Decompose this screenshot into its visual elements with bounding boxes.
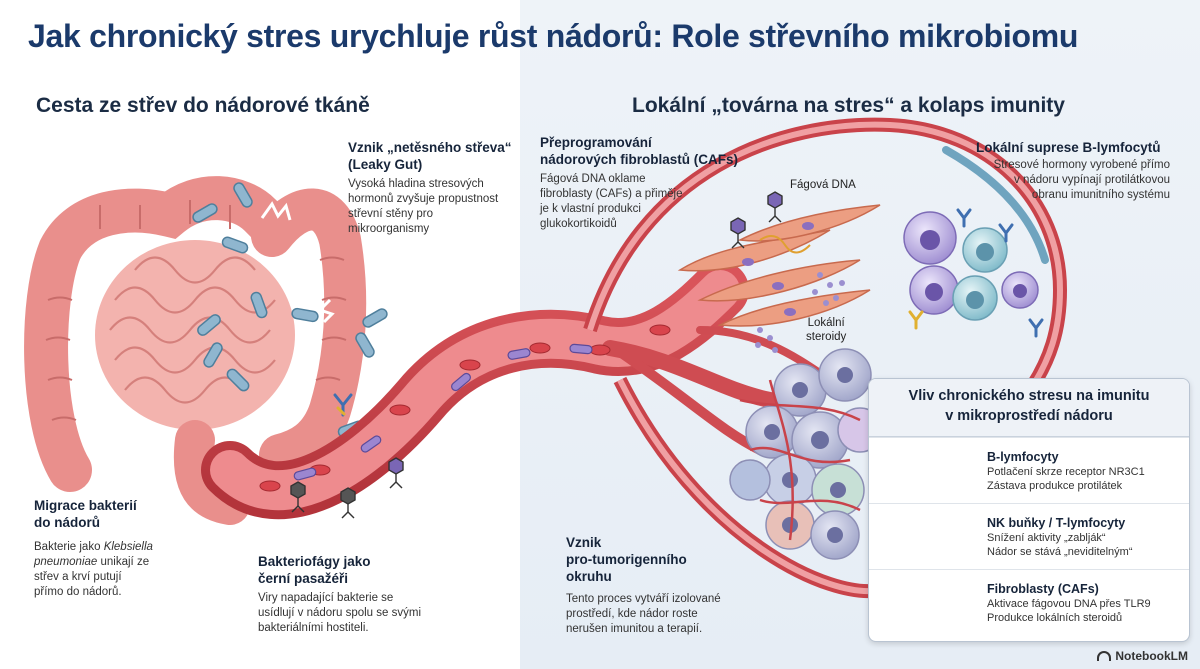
left-section-heading: Cesta ze střev do nádorové tkáně [36,94,370,117]
panel-row-b-cells: B-lymfocyty Potlačení skrze receptor NR3… [869,437,1189,504]
leaky-gut-description: Vysoká hladina stresových hormonů zvyšuj… [348,178,499,235]
bacteria-group [192,182,388,438]
antibody-icons [333,393,353,417]
circuit-description: Tento proces vytváří izolované prostředí… [566,593,721,635]
panel-row-fibroblasts: Fibroblasty (CAFs) Aktivace fágovou DNA … [869,569,1189,636]
panel-row-nk-t-cells: NK buňky / T-lymfocyty Snížení aktivity … [869,503,1189,570]
circuit-title: Vznik pro-tumorigenního okruhu [566,535,687,584]
local-steroids-label: Lokální steroidy [806,317,847,344]
phage-icons [290,457,404,519]
notebooklm-brand: NotebookLM [1097,649,1188,663]
immune-impact-panel: Vliv chronického stresu na imunitu v mik… [868,378,1190,642]
phages-description: Viry napadající bakterie se usídlují v n… [258,592,421,634]
phages-title: Bakteriofágy jako černí pasažéři [258,554,371,586]
phage-dna-label: Fágová DNA [790,179,856,191]
cafs-description: Fágová DNA oklame fibroblasty (CAFs) a p… [540,173,683,230]
b-suppression-title: Lokální suprese B-lymfocytů [976,140,1161,155]
tumor-cell-mass [729,348,883,560]
right-section-heading: Lokální „továrna na stres“ a kolaps imun… [632,94,1065,117]
panel-title: Vliv chronického stresu na imunitu v mik… [869,379,1189,437]
cafs-title: Přeprogramování nádorových fibroblastů (… [540,135,739,167]
page-title: Jak chronický stres urychluje růst nádor… [28,18,1079,54]
blood-vessel [201,261,834,520]
b-suppression-description: Stresové hormony vyrobené přímo v nádoru… [993,159,1170,201]
notebooklm-logo-icon [1097,651,1112,661]
migration-description: Bakterie jako Klebsiella pneumoniae unik… [34,541,153,598]
migration-title: Migrace bakterií do nádorů [34,498,137,530]
leaky-gut-title: Vznik „netěsného střeva“ (Leaky Gut) [348,140,512,172]
b-cell-cluster [903,211,1039,321]
